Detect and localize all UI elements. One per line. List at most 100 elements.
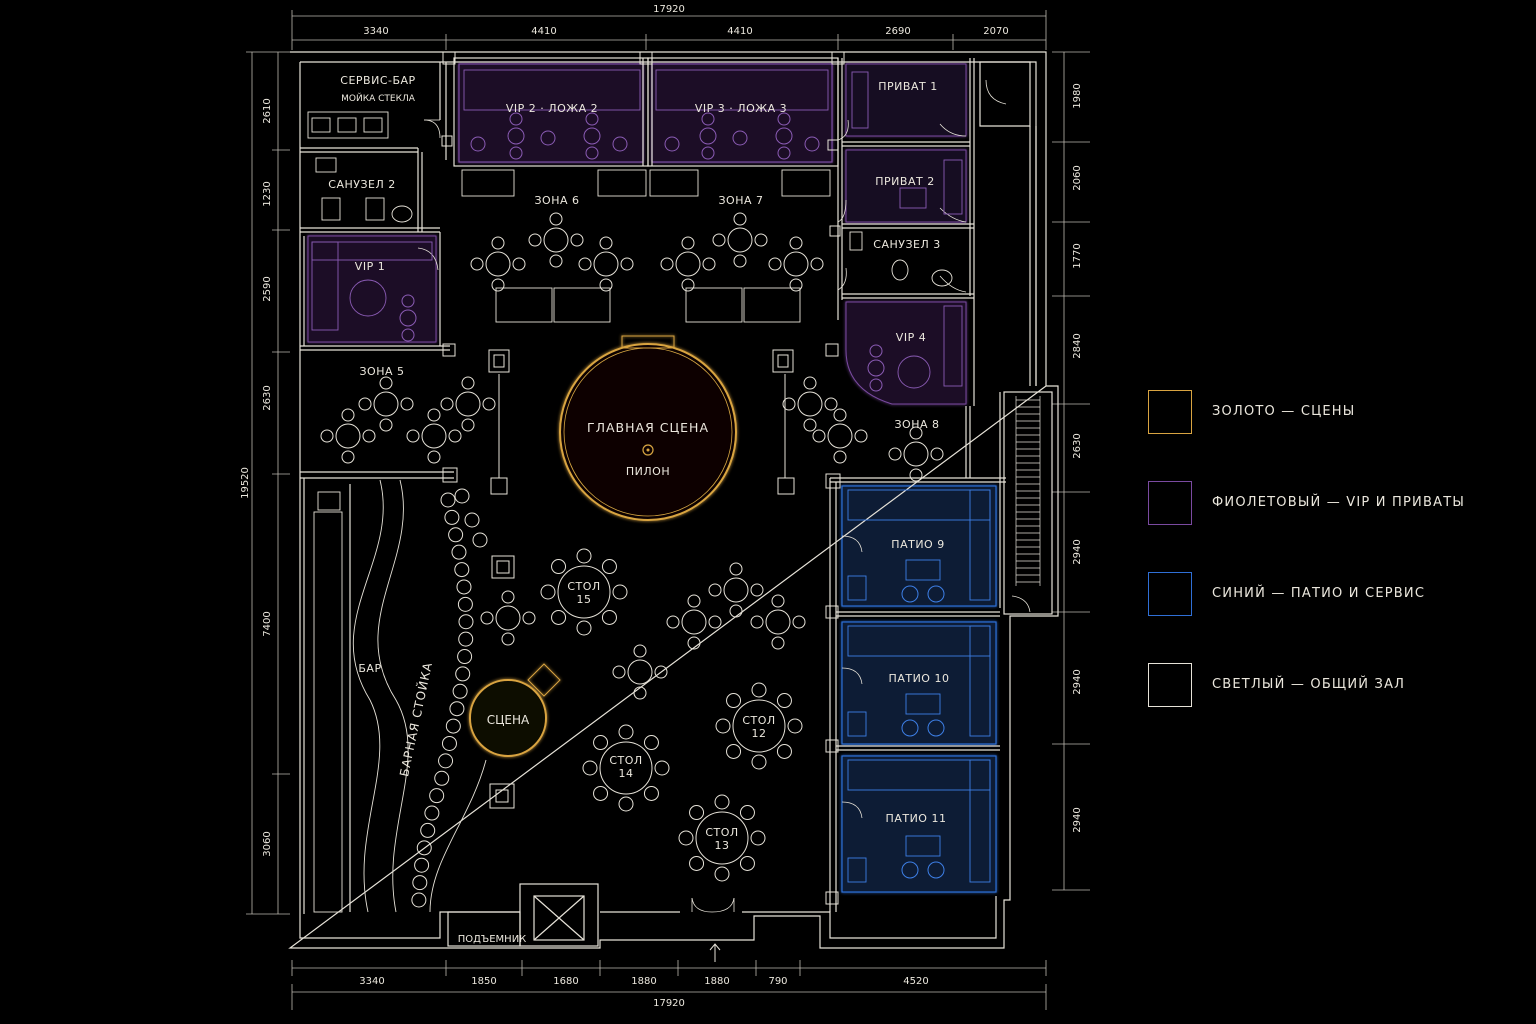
label-wc2: САНУЗЕЛ 2 xyxy=(328,178,395,191)
table xyxy=(867,359,885,377)
chair xyxy=(549,212,563,226)
table xyxy=(507,127,525,145)
chair xyxy=(750,615,764,629)
dim-left-total: 19520 xyxy=(240,467,251,499)
chair xyxy=(689,805,705,821)
dim-top-3: 4410 xyxy=(727,26,752,37)
label-glass-wash: МОЙКА СТЕКЛА xyxy=(341,92,416,104)
label-table15-num: 15 xyxy=(577,593,592,606)
label-vip2: VIP 2 · ЛОЖА 2 xyxy=(506,102,598,115)
chair xyxy=(601,609,617,625)
bar-stool xyxy=(456,579,472,595)
label-table12-num: 12 xyxy=(752,727,767,740)
bar-stools xyxy=(411,488,488,908)
chair xyxy=(733,212,747,226)
chair xyxy=(689,855,705,871)
chair xyxy=(379,418,393,432)
dim-left-1: 2610 xyxy=(262,98,273,123)
legend-swatch-light xyxy=(1148,663,1192,707)
chair xyxy=(599,278,613,292)
chair xyxy=(576,548,592,564)
chair xyxy=(768,257,782,271)
chair xyxy=(714,866,730,882)
chair xyxy=(643,735,659,751)
label-table13-num: 13 xyxy=(715,839,730,852)
bar-stool xyxy=(434,770,450,786)
table xyxy=(827,423,853,449)
chair xyxy=(551,609,567,625)
table xyxy=(681,609,707,635)
chair xyxy=(751,754,767,770)
dim-right-3: 1770 xyxy=(1072,243,1083,268)
table xyxy=(495,605,521,631)
dim-bottom-2: 1850 xyxy=(471,976,496,987)
chair xyxy=(869,344,883,358)
chair xyxy=(803,376,817,390)
table xyxy=(903,441,929,467)
label-zone8: ЗОНА 8 xyxy=(894,418,939,431)
bar-stool xyxy=(411,892,427,908)
dim-right-4: 2840 xyxy=(1072,333,1083,358)
chair xyxy=(320,429,334,443)
bar-stool xyxy=(472,532,488,548)
table xyxy=(775,127,793,145)
dimension-labels: 17920 3340 4410 4410 2690 2070 3340 1850… xyxy=(240,4,1083,1009)
table xyxy=(797,391,823,417)
main-stage xyxy=(559,335,737,521)
chair xyxy=(726,743,742,759)
table xyxy=(335,423,361,449)
legend-swatch-blue xyxy=(1148,572,1192,616)
dim-bottom-total: 17920 xyxy=(653,998,685,1009)
chair xyxy=(618,724,634,740)
chair xyxy=(812,429,826,443)
legend: ЗОЛОТО — СЦЕНЫ ФИОЛЕТОВЫЙ — VIP И ПРИВАТ… xyxy=(1148,390,1528,754)
chair xyxy=(654,760,670,776)
chair xyxy=(751,682,767,698)
legend-item-blue: СИНИЙ — ПАТИО И СЕРВИС xyxy=(1148,572,1528,618)
label-wc3: САНУЗЕЛ 3 xyxy=(873,238,940,251)
chair xyxy=(440,397,454,411)
legend-swatch-gold xyxy=(1148,390,1192,434)
chair xyxy=(726,693,742,709)
dim-top-4: 2690 xyxy=(885,26,910,37)
label-lift: ПОДЪЕМНИК xyxy=(458,934,527,945)
bar-stool xyxy=(452,683,468,699)
chair xyxy=(509,112,523,126)
chair xyxy=(754,233,768,247)
chair xyxy=(927,861,945,879)
legend-label-gold: ЗОЛОТО — СЦЕНЫ xyxy=(1212,404,1356,419)
label-pylon: ПИЛОН xyxy=(626,465,670,478)
chair xyxy=(509,146,523,160)
label-stage: СЦЕНА xyxy=(487,713,530,727)
chair xyxy=(576,620,592,636)
label-table14-word: СТОЛ xyxy=(609,754,642,767)
table xyxy=(583,127,601,145)
dim-bottom-5: 1880 xyxy=(704,976,729,987)
table xyxy=(675,251,701,277)
walls xyxy=(288,51,1059,949)
bar-stool xyxy=(414,857,430,873)
dim-left-6: 3060 xyxy=(262,831,273,856)
table xyxy=(727,227,753,253)
chair xyxy=(750,583,764,597)
chair xyxy=(612,665,626,679)
chair xyxy=(909,468,923,482)
chair xyxy=(660,257,674,271)
chair xyxy=(776,693,792,709)
chair xyxy=(739,805,755,821)
chair xyxy=(681,278,695,292)
chair xyxy=(522,611,536,625)
bar-stool xyxy=(440,492,456,508)
chair xyxy=(803,418,817,432)
chair xyxy=(379,376,393,390)
bar-stool xyxy=(416,840,432,856)
chair xyxy=(771,594,785,608)
chair xyxy=(729,604,743,618)
bar-stool xyxy=(438,753,454,769)
label-zone6: ЗОНА 6 xyxy=(534,194,579,207)
chair xyxy=(461,376,475,390)
chair xyxy=(593,785,609,801)
chair xyxy=(585,146,599,160)
label-private1: ПРИВАТ 1 xyxy=(878,80,937,93)
dim-right-1: 1980 xyxy=(1072,83,1083,108)
